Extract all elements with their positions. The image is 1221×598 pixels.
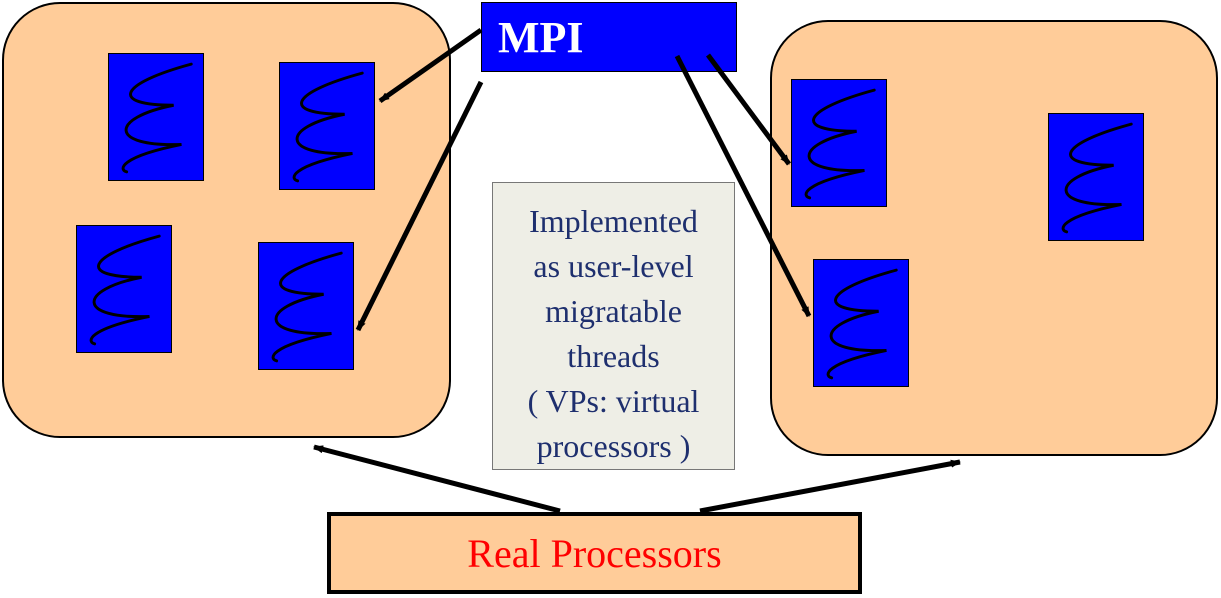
- note-line: migratable: [545, 293, 682, 329]
- virtual-processor-thread: [813, 259, 909, 387]
- virtual-processor-thread: [76, 225, 172, 353]
- mpi-label: MPI: [498, 13, 584, 62]
- note-line: Implemented: [529, 203, 698, 239]
- virtual-processor-thread: [108, 53, 204, 181]
- real-processor-arrow: [699, 459, 961, 514]
- virtual-processor-thread: [258, 242, 354, 370]
- thread-squiggle-icon: [826, 268, 898, 380]
- thread-squiggle-icon: [804, 88, 876, 200]
- virtual-processor-thread: [791, 79, 887, 207]
- real-processor-left: [2, 2, 451, 438]
- thread-squiggle-icon: [1061, 122, 1133, 234]
- note-line: ( VPs: virtual: [527, 383, 700, 419]
- implementation-note: Implemented as user-level migratable thr…: [492, 182, 735, 470]
- virtual-processor-thread: [279, 62, 375, 190]
- thread-squiggle-icon: [121, 62, 193, 174]
- note-line: threads: [567, 338, 660, 374]
- real-processors-label: Real Processors: [467, 531, 722, 576]
- note-line: as user-level: [533, 248, 694, 284]
- thread-squiggle-icon: [292, 71, 364, 183]
- mpi-box: MPI: [481, 2, 737, 72]
- thread-squiggle-icon: [89, 234, 161, 346]
- virtual-processor-thread: [1048, 113, 1144, 241]
- thread-squiggle-icon: [271, 251, 343, 363]
- note-line: processors ): [536, 428, 691, 464]
- real-processors-box: Real Processors: [327, 512, 862, 594]
